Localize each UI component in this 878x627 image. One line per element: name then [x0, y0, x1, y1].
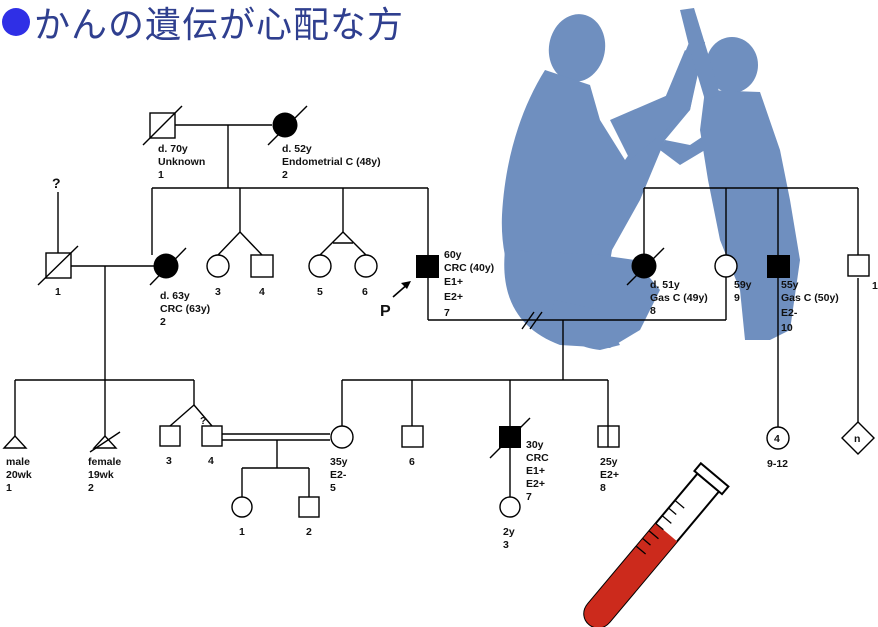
svg-text:2: 2 [88, 482, 94, 494]
svg-text:E2+: E2+ [600, 469, 619, 481]
svg-text:male: male [6, 456, 30, 468]
svg-text:6: 6 [409, 456, 415, 468]
gen3-multiple-females-symbol [766, 426, 790, 450]
gen3-son7-label: 30y [526, 439, 544, 451]
svg-text:CRC (40y): CRC (40y) [444, 262, 494, 274]
gen2-aunt-label: d. 63y [160, 290, 190, 302]
gen2-sister-label: d. 51y [650, 279, 680, 291]
svg-text:1: 1 [6, 482, 12, 494]
svg-text:7: 7 [526, 491, 532, 503]
svg-text:2: 2 [282, 169, 288, 181]
slide-heading: かんの遺伝が心配な方 [2, 0, 404, 46]
gen3-twin3-symbol [159, 425, 181, 447]
svg-text:5: 5 [317, 286, 323, 298]
proband-arrow-icon [392, 281, 411, 298]
gen1-mother-label: d. 52y [282, 143, 312, 155]
unknown-mark: ? [52, 175, 61, 191]
gen3-daughter5-symbol [330, 425, 354, 449]
svg-text:1: 1 [872, 280, 878, 292]
gen2-brother2-symbol [847, 254, 870, 277]
svg-text:1: 1 [55, 286, 61, 298]
svg-text:CRC (63y): CRC (63y) [160, 303, 210, 315]
gen4-child1-symbol [231, 496, 253, 518]
svg-text:3: 3 [166, 455, 172, 467]
svg-text:E1+: E1+ [444, 276, 463, 288]
gen2-sister2-label: 59y [734, 279, 752, 291]
svg-text:3: 3 [503, 539, 509, 551]
svg-text:4: 4 [259, 286, 265, 298]
svg-text:9: 9 [734, 292, 740, 304]
svg-text:n: n [854, 433, 860, 445]
proband-marker: P [380, 303, 391, 320]
svg-text:8: 8 [650, 305, 656, 317]
svg-text:25y: 25y [600, 456, 618, 468]
svg-text:19wk: 19wk [88, 469, 114, 481]
svg-text:9-12: 9-12 [767, 458, 788, 470]
svg-text:CRC: CRC [526, 452, 549, 464]
proband-symbol [416, 255, 439, 278]
gen3-unknown-sex-symbol [841, 421, 875, 455]
svg-text:2y: 2y [503, 526, 515, 538]
gen3-twin4-symbol [201, 425, 223, 447]
gen2-ident-twin-b-symbol [354, 254, 378, 278]
svg-text:10: 10 [781, 322, 793, 334]
svg-text:2: 2 [306, 526, 312, 538]
gen2-aunt-symbol [153, 253, 179, 279]
gen2-twin-female-symbol [206, 254, 230, 278]
svg-text:4: 4 [774, 433, 780, 445]
gen4-grandchild-symbol [499, 496, 521, 518]
svg-text:1: 1 [239, 526, 245, 538]
svg-text:6: 6 [362, 286, 368, 298]
bullet-dot-icon [2, 8, 30, 36]
gen4-child2-symbol [298, 496, 320, 518]
svg-text:7: 7 [444, 307, 450, 319]
gen2-sister2-symbol [714, 254, 738, 278]
svg-text:Gas C (49y): Gas C (49y) [650, 292, 708, 304]
pregnancy-loss-male-symbol [2, 434, 28, 449]
svg-text:Unknown: Unknown [158, 156, 205, 168]
svg-text:E2-: E2- [781, 307, 798, 319]
svg-text:4: 4 [208, 455, 214, 467]
test-tube-icon [583, 461, 730, 627]
gen1-father-label: d. 70y [158, 143, 188, 155]
svg-text:Gas C (50y): Gas C (50y) [781, 292, 839, 304]
gen2-ident-twin-a-symbol [308, 254, 332, 278]
gen2-twin-male-symbol [250, 254, 274, 278]
svg-text:2: 2 [160, 316, 166, 328]
svg-text:Endometrial C (48y): Endometrial C (48y) [282, 156, 381, 168]
heading-text: かんの遺伝が心配な方 [34, 5, 405, 46]
svg-text:35y: 35y [330, 456, 348, 468]
svg-text:E2-: E2- [330, 469, 347, 481]
proband-label: 60y [444, 249, 462, 261]
svg-text:5: 5 [330, 482, 336, 494]
svg-text:?: ? [200, 415, 206, 427]
svg-text:female: female [88, 456, 121, 468]
svg-text:E2+: E2+ [444, 291, 463, 303]
gen3-son7-symbol [499, 426, 521, 448]
gen1-mother-symbol [272, 112, 298, 138]
gen2-brother-label: 55y [781, 279, 799, 291]
svg-text:8: 8 [600, 482, 606, 494]
gen3-son6-symbol [401, 425, 424, 448]
svg-text:E2+: E2+ [526, 478, 545, 490]
parent-child-silhouette-icon [501, 8, 800, 350]
svg-text:E1+: E1+ [526, 465, 545, 477]
svg-text:1: 1 [158, 169, 164, 181]
svg-text:3: 3 [215, 286, 221, 298]
gen2-sister-symbol [631, 253, 657, 279]
svg-text:20wk: 20wk [6, 469, 32, 481]
gen2-brother-symbol [767, 255, 790, 278]
